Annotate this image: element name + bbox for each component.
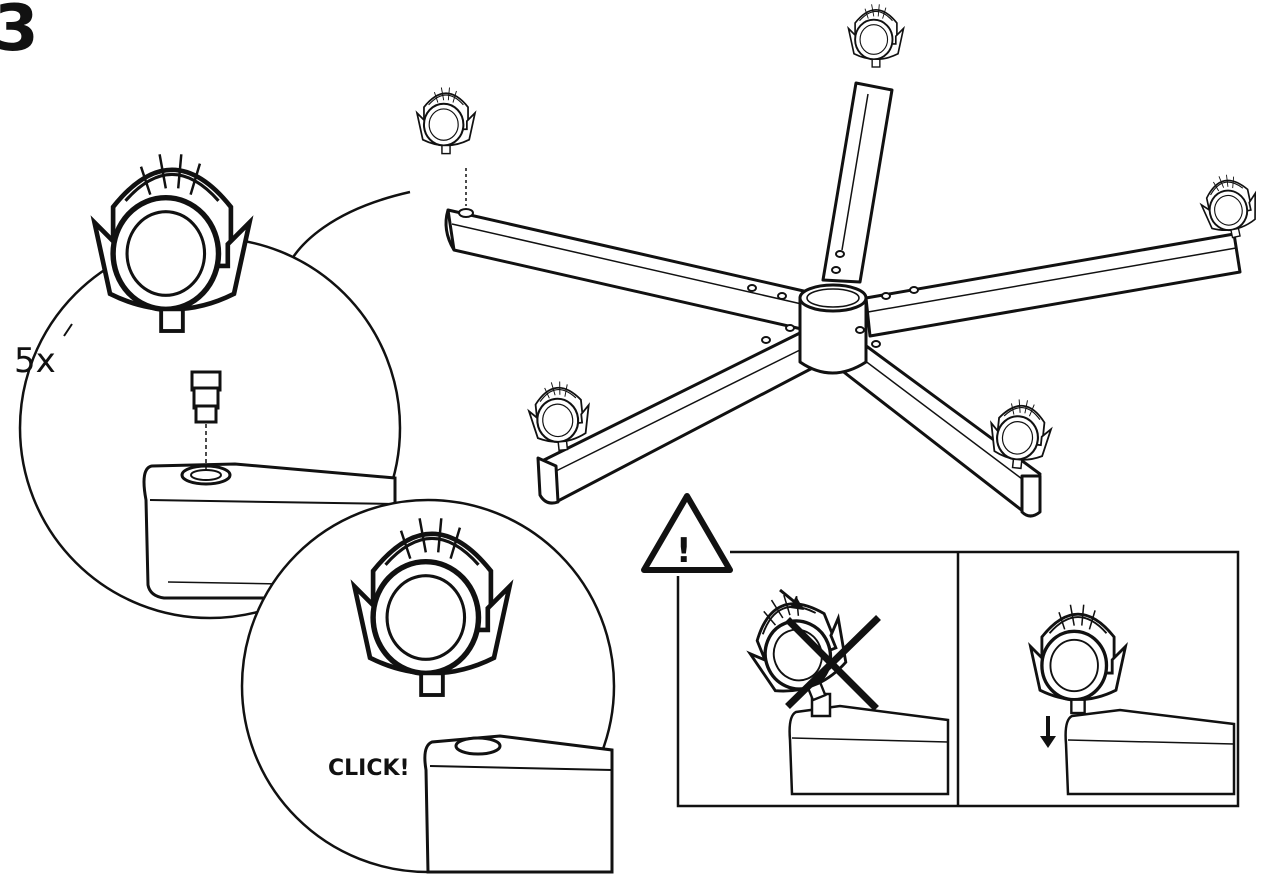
warning-panel: ! xyxy=(641,493,1240,808)
base-arm-top xyxy=(821,81,894,284)
caster-right xyxy=(1195,168,1265,244)
click-label: CLICK! xyxy=(328,756,410,781)
base-arm-right xyxy=(864,232,1242,338)
caster-top xyxy=(847,3,905,68)
step-number: 3 xyxy=(0,0,39,66)
caster-inserting xyxy=(415,86,477,155)
warning-triangle-icon xyxy=(641,493,733,573)
correct-example xyxy=(1028,603,1236,796)
base-hub xyxy=(798,296,868,375)
arrow-down-icon xyxy=(1040,716,1056,748)
detail-view-click: CLICK! xyxy=(240,498,616,874)
cross-icon xyxy=(785,615,881,711)
warning-mark: ! xyxy=(676,531,692,571)
quantity-label: 5x xyxy=(14,341,56,381)
chair-base xyxy=(444,81,1242,518)
incorrect-example xyxy=(732,577,950,796)
base-arm-left xyxy=(446,208,810,332)
